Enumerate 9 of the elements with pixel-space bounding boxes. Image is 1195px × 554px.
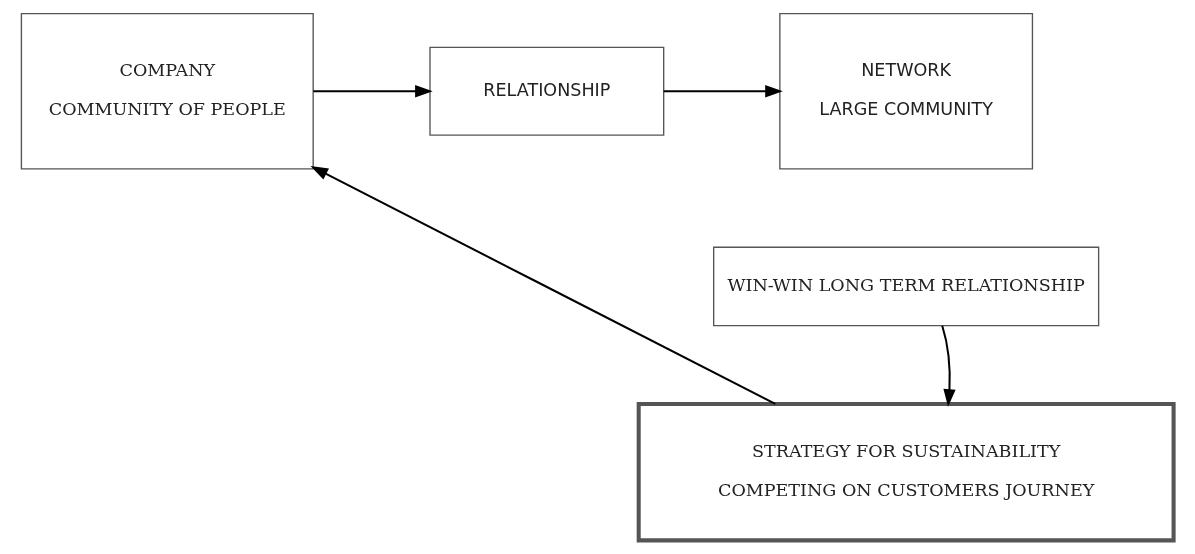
node-box: RELATIONSHIP	[429, 46, 665, 136]
node-box: WIN-WIN LONG TERM RELATIONSHIP	[713, 246, 1100, 327]
arrow	[310, 165, 776, 405]
arrow	[313, 85, 433, 98]
node-box: COMPANY COMMUNITY OF PEOPLE	[20, 12, 314, 170]
arrow	[941, 325, 956, 407]
node-box: NETWORK LARGE COMMUNITY	[779, 12, 1034, 170]
arrow	[663, 85, 783, 98]
node-box: STRATEGY FOR SUSTAINABILITY COMPETING ON CUSTOMERS JOURNEY	[636, 401, 1176, 543]
